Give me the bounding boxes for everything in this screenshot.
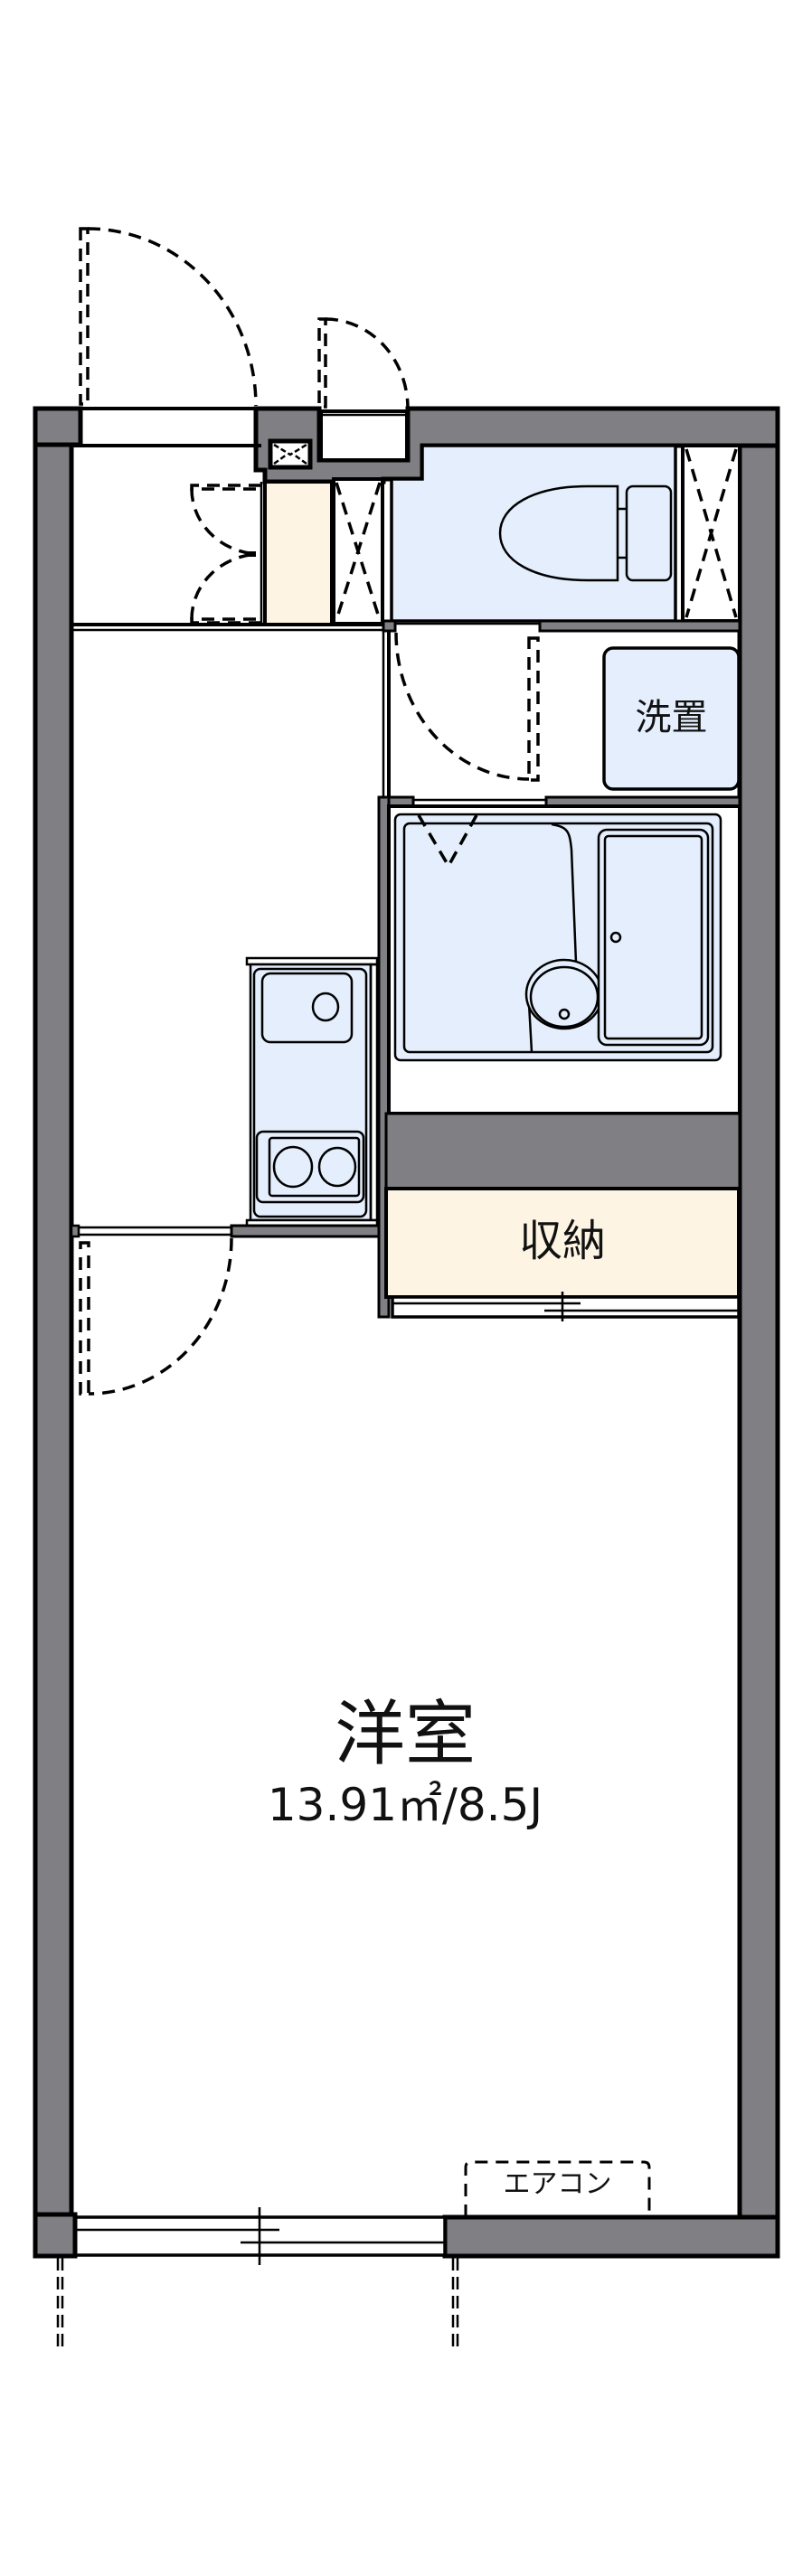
toilet-room xyxy=(382,444,741,633)
left-wall xyxy=(33,406,74,2259)
storage-sliding-door[interactable] xyxy=(391,1292,741,1321)
bathroom xyxy=(377,795,741,1319)
mailbox-icon xyxy=(268,438,313,470)
bathtub-icon xyxy=(597,828,710,1047)
kitchen xyxy=(245,956,379,1227)
storage-label: 収納 xyxy=(518,1216,606,1266)
basin-icon xyxy=(524,958,604,1030)
shoe-cabinet xyxy=(190,477,384,626)
storage xyxy=(384,1187,741,1321)
toilet-icon xyxy=(498,484,673,582)
top-wall-left xyxy=(33,406,83,447)
right-wall xyxy=(737,406,780,2259)
aircon-label: エアコン xyxy=(503,2168,612,2200)
living-partition xyxy=(70,1224,381,1396)
bottom-wall-left xyxy=(33,2212,78,2259)
aircon-outline xyxy=(464,2160,651,2217)
room-name: 洋室 xyxy=(334,1694,476,1775)
closet-x-left xyxy=(332,477,384,625)
balcony-outline xyxy=(56,2258,459,2348)
room-area: 13.91㎡/8.5J xyxy=(267,1779,543,1831)
pipe-shaft-door[interactable] xyxy=(317,317,410,409)
entrance-door[interactable] xyxy=(79,227,258,407)
shoe-cabinet-doors[interactable] xyxy=(190,484,261,625)
pipe-shaft xyxy=(319,409,409,462)
balcony-window[interactable] xyxy=(73,2207,447,2265)
living-door[interactable] xyxy=(79,1237,233,1396)
washer-space xyxy=(602,646,741,791)
sink-icon xyxy=(260,972,354,1044)
closet-x-right xyxy=(681,444,741,623)
washroom-door[interactable] xyxy=(394,632,540,782)
washer-space-label: 洗置 xyxy=(635,697,708,738)
stove-icon xyxy=(255,1130,365,1204)
bottom-wall-right xyxy=(442,2214,780,2259)
washroom xyxy=(382,631,741,808)
unit-bath xyxy=(393,813,722,1062)
